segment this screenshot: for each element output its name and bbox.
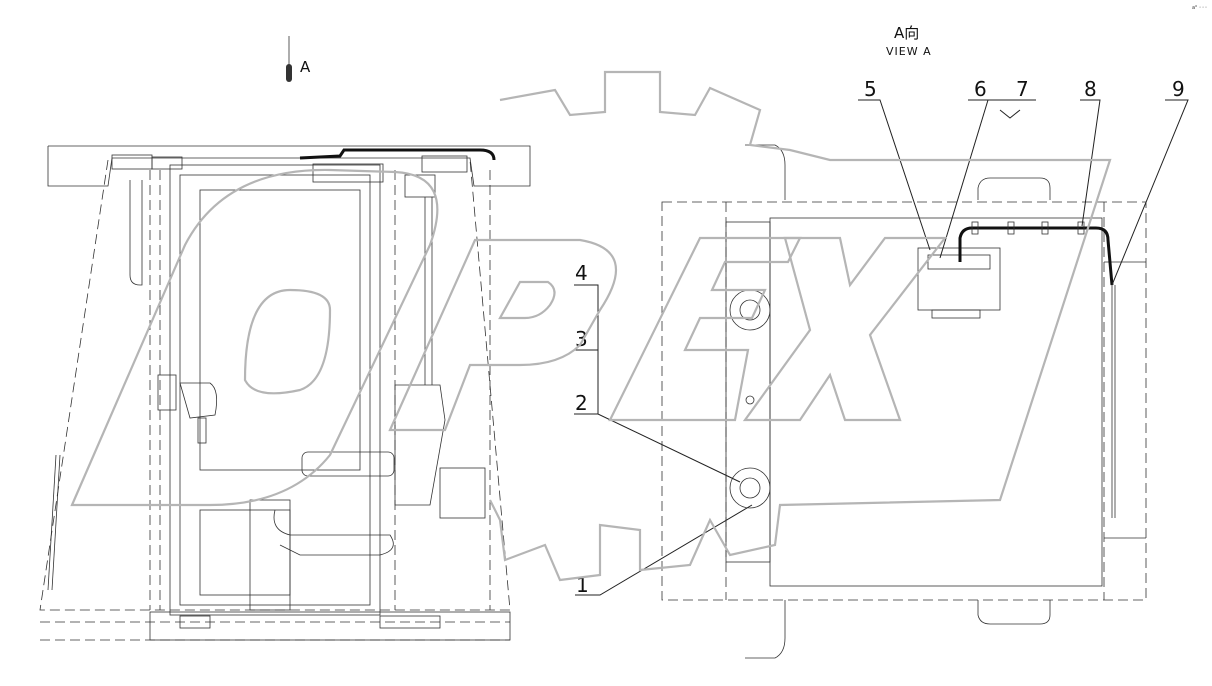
view-title-en: VIEW A xyxy=(886,45,932,58)
callouts: 1 2 3 4 5 6 7 8 9 xyxy=(574,77,1189,597)
callout-5: 5 xyxy=(864,77,877,101)
callout-9: 9 xyxy=(1172,77,1185,101)
callout-6: 6 xyxy=(974,77,987,101)
view-a-drawing: A向 VIEW A xyxy=(661,24,1147,659)
view-title-cn: A向 xyxy=(894,24,919,42)
callout-8: 8 xyxy=(1084,77,1097,101)
callout-1: 1 xyxy=(576,573,589,597)
view-direction-marker: A xyxy=(286,36,311,82)
callout-3: 3 xyxy=(575,327,588,351)
corner-mark: a⁰ ◦◦◦ xyxy=(1192,5,1208,11)
watermark-logo xyxy=(70,70,1112,582)
callout-2: 2 xyxy=(575,391,588,415)
view-marker-label: A xyxy=(300,58,311,76)
cab-side-view xyxy=(39,145,531,641)
callout-4: 4 xyxy=(575,261,588,285)
callout-7: 7 xyxy=(1016,77,1029,101)
